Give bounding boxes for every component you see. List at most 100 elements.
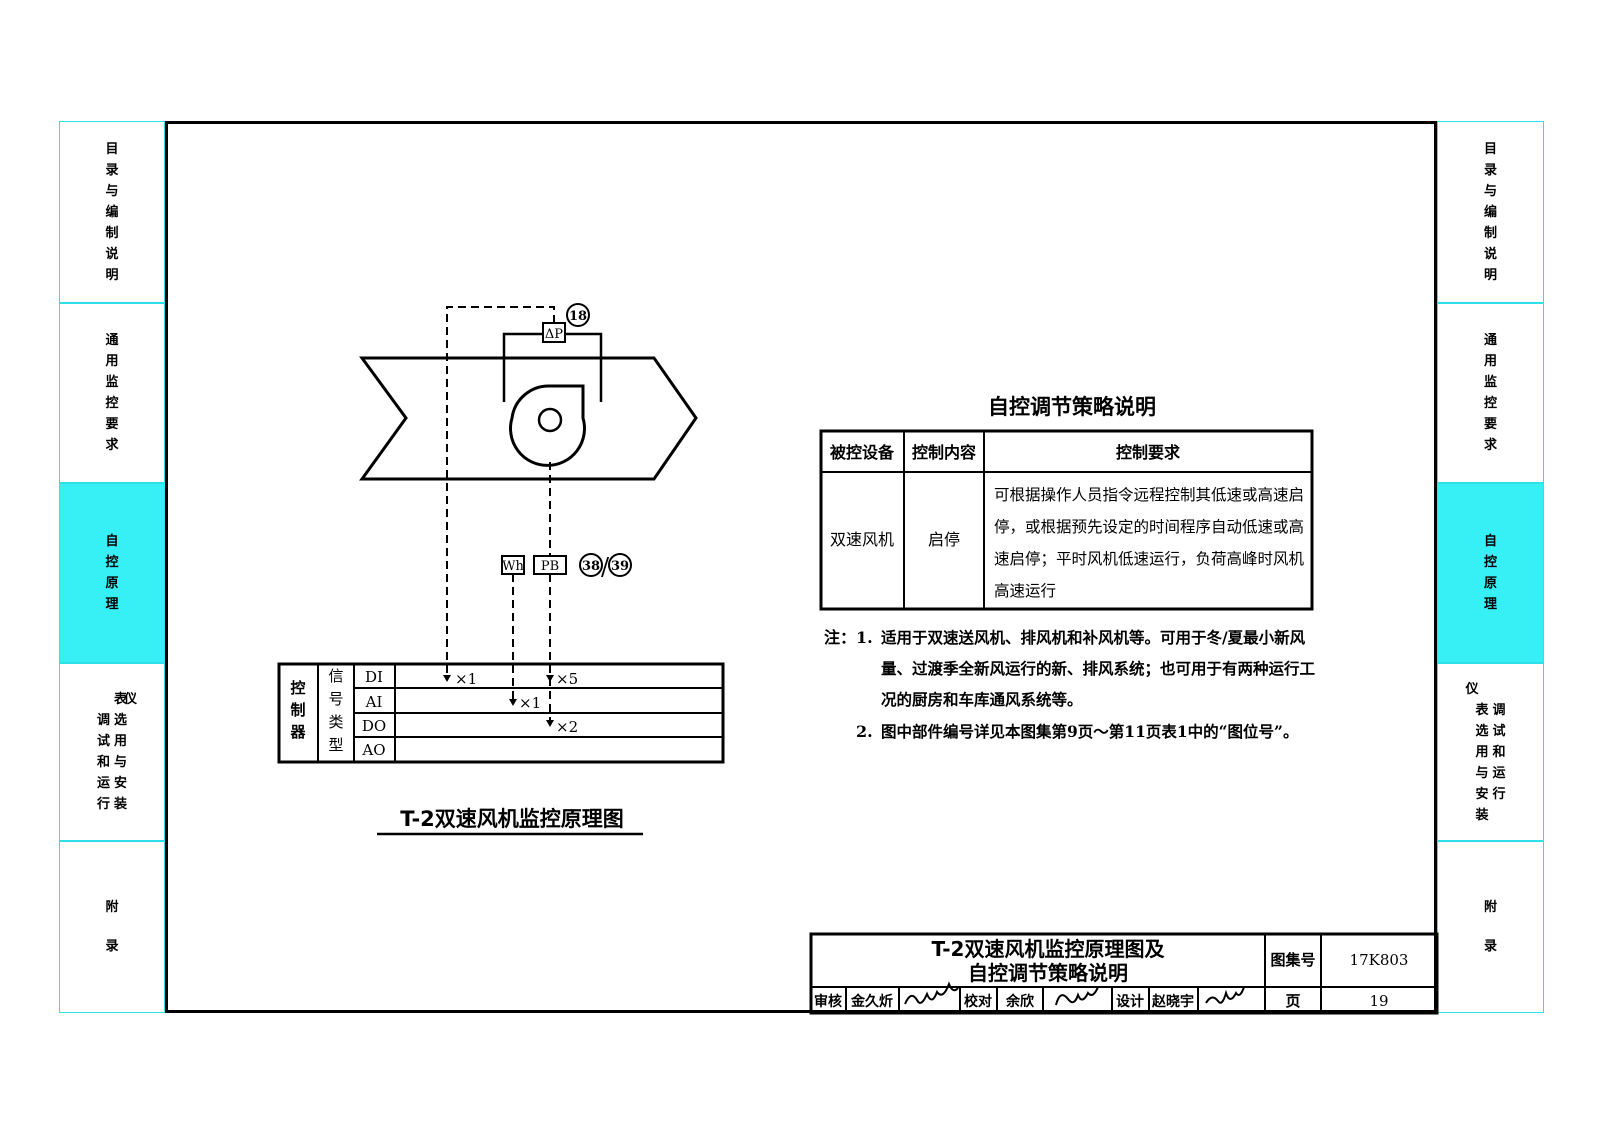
right-tab-control-char: 控 [1483, 555, 1497, 570]
right-tab-instruments-a-char: 与 [1475, 765, 1489, 781]
strategy-requirement-line-2: 速启停；平时风机低速运行，负荷高峰时风机 [994, 550, 1305, 568]
controller-table [277, 662, 725, 764]
right-tab-contents-char: 明 [1483, 267, 1497, 283]
right-tab-general-label: 通用监控要求 [1438, 304, 1543, 482]
tab-head-char: 仪 [1465, 681, 1479, 697]
left-tab-control-char: 原 [105, 576, 119, 591]
right-tab-contents-char: 录 [1483, 162, 1497, 178]
page-label: 页 [1285, 992, 1300, 1010]
tag-38-label: 38 [582, 559, 600, 574]
left-tab-contents-char: 与 [105, 183, 119, 199]
right-tab-contents-char: 说 [1483, 246, 1497, 262]
left-tab-contents-char: 录 [105, 162, 119, 178]
count-ai-1: ×1 [519, 694, 541, 712]
left-tab-control-char: 自 [105, 534, 119, 549]
left-tab-instruments-b-char: 装 [114, 797, 128, 812]
right-tab-instruments[interactable]: 仪 表选用与安装 调试和运行 [1437, 663, 1544, 841]
checker-name: 余欣 [1005, 993, 1035, 1010]
title-block-line-1: T-2双速风机监控原理图及 [932, 937, 1166, 961]
atlas-label: 图集号 [1270, 951, 1315, 969]
design-label: 设计 [1116, 993, 1144, 1010]
tag-38-circle [579, 553, 603, 577]
left-tab-instruments-a-char: 行 [96, 797, 110, 812]
left-tab-control-char: 控 [105, 555, 119, 570]
title-block-line-2: 自控调节策略说明 [968, 961, 1128, 985]
left-tab-instruments-b-char: 安 [114, 776, 128, 791]
left-tab-general-char: 用 [105, 354, 119, 369]
tag-39-circle [608, 553, 632, 577]
right-tab-instruments-label: 仪 表选用与安装 调试和运行 [1438, 664, 1543, 840]
page-number: 19 [1369, 992, 1388, 1010]
title-block [809, 932, 1439, 1015]
duct-outline [359, 356, 698, 481]
right-tab-general-char: 监 [1483, 375, 1497, 390]
left-tab-contents-char: 目 [105, 141, 119, 157]
left-tab-instruments[interactable]: 仪 调试和运行 表选用与安装 [59, 663, 165, 841]
checker-signature [1055, 986, 1099, 1006]
left-tab-contents-char: 编 [105, 204, 119, 220]
signal-row-di: DI [365, 668, 383, 686]
notes-label: 注： [824, 628, 856, 647]
right-tab-general-requirements[interactable]: 通用监控要求 [1437, 303, 1544, 483]
right-tab-general-char: 控 [1483, 396, 1497, 411]
strategy-device: 双速风机 [830, 530, 894, 549]
left-tab-appendix[interactable]: 附录 [59, 841, 165, 1013]
controller-label-2: 器 [289, 723, 306, 741]
left-tab-contents-char: 制 [105, 225, 119, 241]
signal-type-label-3: 型 [328, 736, 343, 754]
diagram-title: T-2双速风机监控原理图 [400, 807, 624, 831]
strategy-header-content: 控制内容 [912, 443, 976, 462]
designer-signature [1205, 986, 1245, 1004]
right-tab-general-char: 要 [1483, 417, 1497, 432]
right-tab-general-char: 求 [1483, 438, 1497, 453]
left-tab-general-char: 要 [105, 417, 119, 432]
atlas-number: 17K803 [1350, 951, 1409, 969]
left-tab-instruments-a-char: 调 [96, 713, 110, 728]
right-tab-general-char: 用 [1483, 354, 1497, 369]
left-tab-general-char: 控 [105, 396, 119, 411]
left-tab-general-requirements[interactable]: 通用监控要求 [59, 303, 165, 483]
right-tab-contents-label: 目录与编制说明 [1438, 122, 1543, 302]
left-tab-general-char: 求 [105, 438, 119, 453]
right-tab-control-char: 原 [1483, 576, 1497, 591]
right-tab-control-label: 自控原理 [1438, 484, 1543, 662]
note-1-line-1: 适用于双速送风机、排风机和补风机等。可用于冬/夏最小新风 [881, 628, 1306, 647]
left-tab-instruments-a-char: 和 [96, 755, 110, 770]
right-tab-instruments-a-char: 用 [1475, 744, 1489, 760]
signal-type-label-0: 信 [328, 667, 343, 685]
strategy-requirement-line-1: 停，或根据预先设定的时间程序自动低速或高 [994, 518, 1304, 536]
count-do-2: ×2 [556, 718, 578, 736]
designer-name: 赵晓宇 [1151, 993, 1194, 1010]
note-1-line-3: 况的厨房和车库通风系统等。 [881, 690, 1083, 709]
left-tab-instruments-b-char: 用 [114, 734, 128, 749]
right-tab-instruments-a-char: 安 [1475, 786, 1489, 802]
note-1-number: 1. [856, 628, 873, 647]
left-tab-control-char: 理 [105, 597, 119, 612]
right-tab-contents-char: 目 [1483, 141, 1497, 157]
right-tab-appendix[interactable]: 附录 [1437, 841, 1544, 1013]
right-tab-instruments-b-char: 调 [1492, 702, 1506, 718]
right-tab-contents[interactable]: 目录与编制说明 [1437, 121, 1544, 303]
right-tab-control-principle[interactable]: 自控原理 [1437, 483, 1544, 663]
right-tab-instruments-b-char: 和 [1492, 744, 1506, 760]
count-di-1: ×1 [455, 670, 477, 688]
arrow-di-dp [443, 675, 451, 682]
left-tab-control-principle[interactable]: 自控原理 [59, 483, 165, 663]
left-tab-instruments-a-char: 试 [96, 734, 110, 749]
strategy-header-device: 被控设备 [830, 443, 895, 462]
left-tab-contents-label: 目录与编制说明 [60, 122, 164, 302]
left-tab-general-char: 通 [105, 333, 119, 348]
controller-label-0: 控 [290, 679, 305, 697]
left-tab-instruments-b-char: 表 [114, 692, 128, 707]
count-di-5: ×5 [556, 670, 578, 688]
right-tab-control-char: 理 [1483, 597, 1497, 612]
signal-type-label-1: 号 [328, 690, 343, 708]
right-tab-instruments-b-char: 行 [1492, 786, 1506, 802]
strategy-requirement-line-0: 可根据操作人员指令远程控制其低速或高速启 [994, 486, 1304, 504]
pb-label: PB [541, 559, 559, 574]
signal-line-dp [446, 306, 555, 678]
drawing-frame [165, 121, 1437, 1013]
left-tab-contents[interactable]: 目录与编制说明 [59, 121, 165, 303]
arrow-di-pb [546, 675, 554, 682]
right-tab-instruments-b-char: 试 [1492, 723, 1506, 739]
